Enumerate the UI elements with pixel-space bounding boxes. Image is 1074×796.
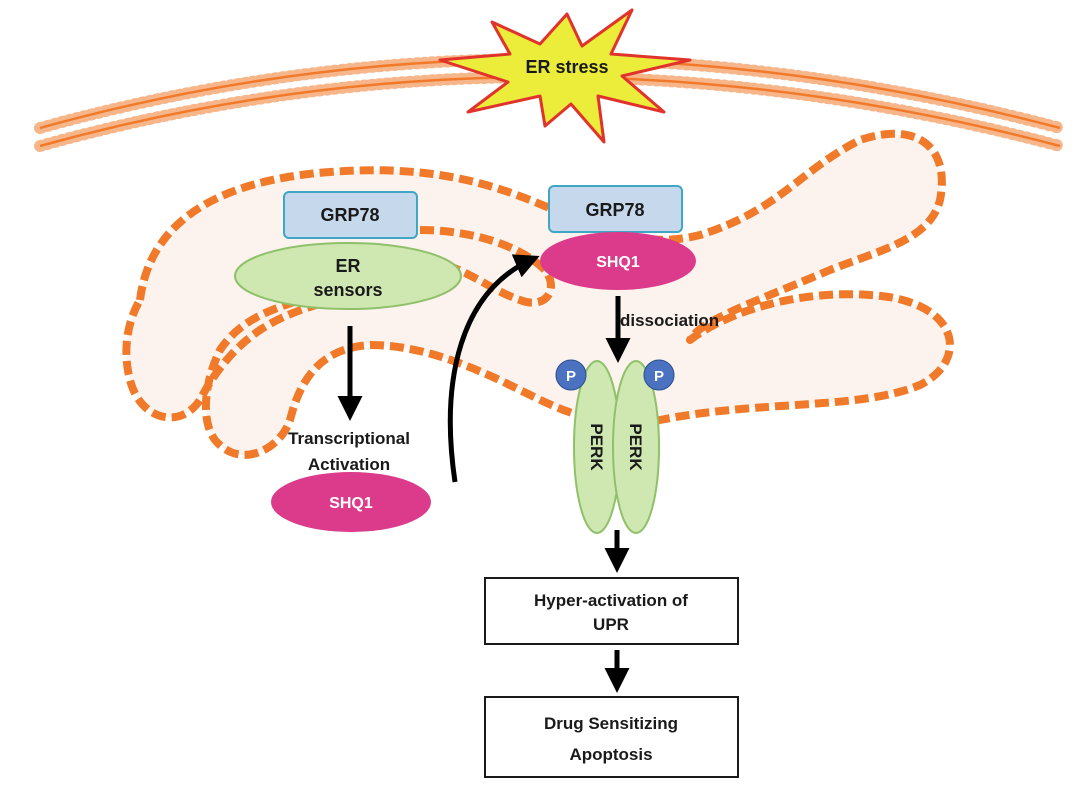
phospho-left-label: P <box>566 368 576 385</box>
transcriptional-label-line1: Transcriptional <box>288 429 410 448</box>
er-sensors-label-line2: sensors <box>313 280 382 300</box>
er-stress-label: ER stress <box>525 57 608 77</box>
left-grp78-complex: GRP78 ER sensors <box>234 191 462 310</box>
er-stress-starburst: ER stress <box>438 8 692 144</box>
shq1-free-ellipse <box>271 472 431 532</box>
perk-right-ellipse <box>612 360 660 534</box>
upr-label-line2: UPR <box>593 615 629 634</box>
grp78-right-box <box>548 185 683 233</box>
endoplasmic-reticulum <box>122 129 954 459</box>
grp78-left-box <box>283 191 418 239</box>
apoptosis-label-line2: Apoptosis <box>569 745 652 764</box>
apoptosis-label-line1: Drug Sensitizing <box>544 714 678 733</box>
er-sensors-ellipse <box>234 242 462 310</box>
upr-label-line1: Hyper-activation of <box>534 591 688 610</box>
shq1-bound-ellipse <box>540 232 696 290</box>
er-sensors-label-line1: ER <box>335 256 360 276</box>
shq1-translocation-arrow <box>447 254 540 483</box>
apoptosis-box: Drug Sensitizing Apoptosis <box>484 696 739 778</box>
shq1-free-label: SHQ1 <box>329 495 373 512</box>
grp78-right-label: GRP78 <box>585 200 644 220</box>
phospho-right-icon <box>643 359 675 391</box>
phospho-left-icon <box>555 359 587 391</box>
perk-dimer: PERK PERK P P <box>555 359 675 534</box>
perk-right-label: PERK <box>626 423 645 471</box>
right-grp78-complex: GRP78 SHQ1 <box>540 185 696 290</box>
shq1-bound-label: SHQ1 <box>596 254 640 271</box>
upr-box: Hyper-activation of UPR <box>484 577 739 645</box>
grp78-left-label: GRP78 <box>320 205 379 225</box>
transcriptional-label-line2: Activation <box>308 455 390 474</box>
perk-left-label: PERK <box>587 423 606 471</box>
arrows <box>337 254 631 693</box>
phospho-right-label: P <box>654 368 664 385</box>
dissociation-label: dissociation <box>620 311 719 330</box>
